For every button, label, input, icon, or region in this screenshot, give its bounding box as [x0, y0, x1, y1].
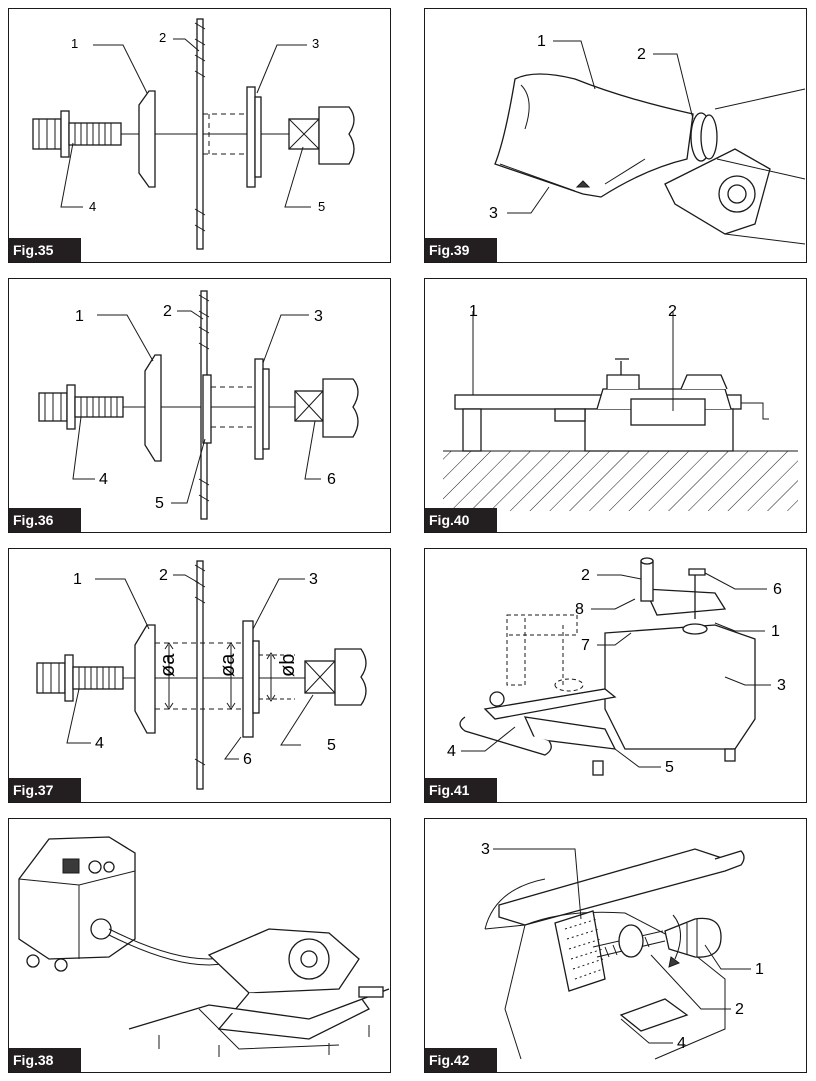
figure-40-callout-2: 2 — [668, 303, 677, 320]
figure-37-dim-a1: øa — [157, 653, 179, 677]
figure-38-panel: Fig.38 — [8, 818, 391, 1073]
figure-37-dim-a2: øa — [217, 653, 239, 677]
figure-42-panel: 3 1 2 4 Fig.42 — [424, 818, 807, 1073]
figure-37-label: Fig.37 — [9, 778, 81, 802]
figure-42-callout-1: 1 — [755, 961, 764, 978]
figure-39-callout-1: 1 — [537, 33, 546, 50]
figure-39-drawing — [494, 40, 806, 245]
figure-35-callout-2: 2 — [159, 30, 167, 45]
figure-42-label: Fig.42 — [425, 1048, 497, 1072]
figure-40-callout-1: 1 — [469, 303, 478, 320]
figure-41-callout-1: 1 — [771, 623, 780, 640]
figure-41-callout-6: 6 — [773, 581, 782, 598]
figure-37-callout-6: 6 — [243, 751, 252, 768]
figure-36-drawing — [38, 290, 359, 520]
figure-39-panel: 1 2 3 Fig.39 — [424, 8, 807, 263]
figure-41-callout-2: 2 — [581, 567, 590, 584]
figure-35-panel: 1 2 3 4 5 Fig.35 — [8, 8, 391, 263]
figure-36-callout-2: 2 — [163, 303, 172, 320]
figure-37-callout-2: 2 — [159, 567, 168, 584]
figure-37-callout-1: 1 — [73, 571, 82, 588]
figure-36-callout-4: 4 — [99, 471, 108, 488]
figure-38-drawing — [18, 836, 390, 1057]
figure-36-callout-6: 6 — [327, 471, 336, 488]
figure-35-callout-4: 4 — [89, 199, 97, 214]
figure-39-callout-3: 3 — [489, 205, 498, 222]
figure-37-callout-5: 5 — [327, 737, 336, 754]
figure-41-drawing — [459, 557, 771, 776]
figure-37-callout-3: 3 — [309, 571, 318, 588]
figure-35-callout-5: 5 — [318, 199, 326, 214]
figure-42-drawing — [484, 848, 751, 1060]
figure-42-callout-2: 2 — [735, 1001, 744, 1018]
figure-37-callout-4: 4 — [95, 735, 104, 752]
figure-41-callout-5: 5 — [665, 759, 674, 776]
figure-36-label: Fig.36 — [9, 508, 81, 532]
figure-41-callout-8: 8 — [575, 601, 584, 618]
figure-37-panel: øa øa øb 1 2 3 4 5 6 Fig.37 — [8, 548, 391, 803]
figure-42-callout-3: 3 — [481, 841, 490, 858]
figure-41-callout-4: 4 — [447, 743, 456, 760]
figure-36-panel: 1 2 3 4 5 6 Fig.36 — [8, 278, 391, 533]
figure-41-panel: 2 6 8 7 1 3 4 5 Fig.41 — [424, 548, 807, 803]
figure-36-callout-1: 1 — [75, 308, 84, 325]
figure-40-label: Fig.40 — [425, 508, 497, 532]
figure-35-callout-3: 3 — [312, 36, 320, 51]
figure-38-label: Fig.38 — [9, 1048, 81, 1072]
figure-40-drawing — [443, 311, 798, 511]
figure-42-callout-4: 4 — [677, 1035, 686, 1052]
figure-37-drawing — [36, 560, 367, 790]
figure-41-label: Fig.41 — [425, 778, 497, 802]
figure-41-callout-3: 3 — [777, 677, 786, 694]
figure-36-callout-3: 3 — [314, 308, 323, 325]
figure-40-panel: 1 2 Fig.40 — [424, 278, 807, 533]
figure-37-dim-b: øb — [277, 653, 299, 677]
figure-36-callout-5: 5 — [155, 495, 164, 512]
figure-35-callout-1: 1 — [71, 36, 79, 51]
figure-41-callout-7: 7 — [581, 637, 590, 654]
figure-39-label: Fig.39 — [425, 238, 497, 262]
figure-35-label: Fig.35 — [9, 238, 81, 262]
figure-35-drawing — [32, 18, 355, 250]
figure-39-callout-2: 2 — [637, 46, 646, 63]
